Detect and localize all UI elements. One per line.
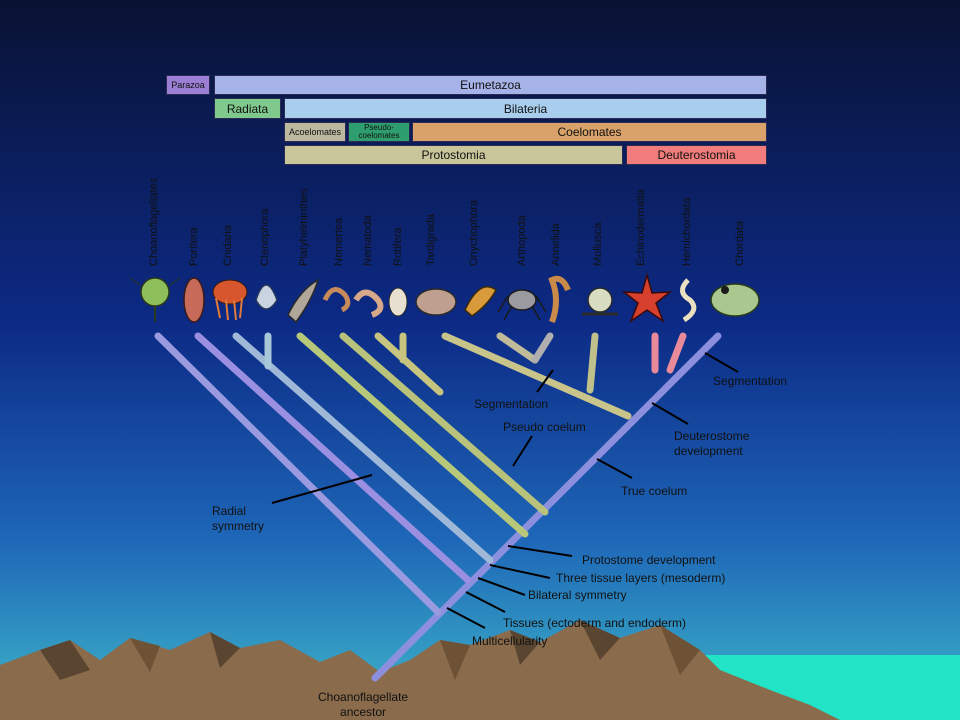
organism-illustrations bbox=[129, 272, 760, 324]
jellyfish-icon bbox=[212, 279, 248, 321]
annotation-lines bbox=[271, 352, 739, 629]
acorn-worm-icon bbox=[680, 278, 697, 323]
phylogenetic-tree bbox=[154, 332, 722, 682]
choanoflagellate-icon bbox=[129, 277, 181, 322]
bar-coelomates: Coelomates bbox=[412, 122, 767, 142]
branch-porifera bbox=[194, 332, 472, 584]
frog-icon bbox=[710, 283, 760, 317]
bar-parazoa: Parazoa bbox=[166, 75, 210, 95]
taxon-label: Hemichordata bbox=[681, 197, 693, 266]
bar-pseudocoelomates: Pseudo- coelomates bbox=[348, 122, 410, 142]
bar-radiata: Radiata bbox=[214, 98, 281, 119]
taxon-label: Ctenophora bbox=[259, 208, 271, 267]
taxon-label: Platyhelminthes bbox=[298, 188, 310, 266]
taxon-label: Cnidaria bbox=[222, 225, 234, 266]
annotation-tissues: Tissues (ectoderm and endoderm) bbox=[503, 616, 686, 630]
snail-icon bbox=[582, 287, 618, 316]
taxon-label: Echinodermatia bbox=[635, 189, 647, 266]
annotation-pseudo-coelum: Pseudo coelum bbox=[503, 420, 586, 434]
annotation-deuterostome-development: Deuterostome development bbox=[674, 429, 750, 458]
bar-bilateria: Bilateria bbox=[284, 98, 767, 119]
taxon-label: Tardigrada bbox=[425, 214, 437, 266]
taxon-label: Nemertea bbox=[333, 217, 345, 266]
bar-deuterostomia: Deuterostomia bbox=[626, 145, 767, 165]
annotation-multicellularity: Multicellularity bbox=[472, 634, 548, 648]
arthropod-icon bbox=[497, 289, 547, 321]
branch-annelida bbox=[531, 332, 554, 364]
bar-acoelomates: Acoelomates bbox=[284, 122, 346, 142]
taxon-label: Chordata bbox=[734, 220, 746, 266]
taxon-label: Porifera bbox=[188, 227, 200, 266]
branch-choanoflagellates bbox=[154, 332, 442, 616]
annotation-bilateral-symmetry: Bilateral symmetry bbox=[528, 588, 627, 602]
branch-ecdysozoa bbox=[441, 332, 632, 420]
branch-platyhelminthes bbox=[296, 332, 529, 538]
taxon-label: Nematoda bbox=[362, 215, 374, 266]
annotation-root: Choanoflagellate ancestor bbox=[318, 690, 409, 719]
annotation-segmentation-deuterostome: Segmentation bbox=[713, 374, 788, 388]
branch-nemertea bbox=[339, 332, 549, 516]
sponge-icon bbox=[183, 277, 205, 323]
annelid-icon bbox=[548, 275, 571, 324]
velvet-worm-icon bbox=[464, 286, 497, 317]
branch-mollusca bbox=[586, 332, 599, 394]
branch-pseudocoelomates bbox=[374, 332, 444, 396]
taxon-label: Arthopoda bbox=[516, 215, 528, 266]
rotifer-icon bbox=[388, 287, 408, 317]
branch-hemichordata bbox=[666, 332, 687, 374]
taxon-label: Rotifera bbox=[392, 227, 404, 266]
taxon-label: Onychophora bbox=[468, 199, 480, 266]
taxon-label: Annelida bbox=[550, 223, 562, 266]
trunk bbox=[371, 332, 722, 682]
branch-onychophora bbox=[496, 332, 539, 364]
ribbon-worm-icon bbox=[322, 287, 351, 313]
starfish-icon bbox=[621, 272, 673, 323]
mountains bbox=[0, 620, 840, 720]
bar-protostomia: Protostomia bbox=[284, 145, 623, 165]
comb-jelly-icon bbox=[255, 284, 278, 310]
annotation-protostome-development: Protostome development bbox=[582, 553, 716, 567]
annotation-radial-symmetry: Radial symmetry bbox=[212, 504, 264, 533]
flatworm-icon bbox=[287, 278, 320, 324]
taxon-label: Choanoflagellates bbox=[148, 177, 160, 266]
annotation-segmentation-protostome: Segmentation bbox=[474, 397, 549, 411]
annotation-three-tissue-layers: Three tissue layers (mesoderm) bbox=[556, 571, 726, 585]
roundworm-icon bbox=[353, 289, 384, 318]
tardigrade-icon bbox=[415, 288, 457, 316]
bar-eumetazoa: Eumetazoa bbox=[214, 75, 767, 95]
annotation-true-coelum: True coelum bbox=[621, 484, 688, 498]
taxon-label: Mollusca bbox=[592, 222, 604, 266]
branch-radiata bbox=[232, 332, 494, 564]
